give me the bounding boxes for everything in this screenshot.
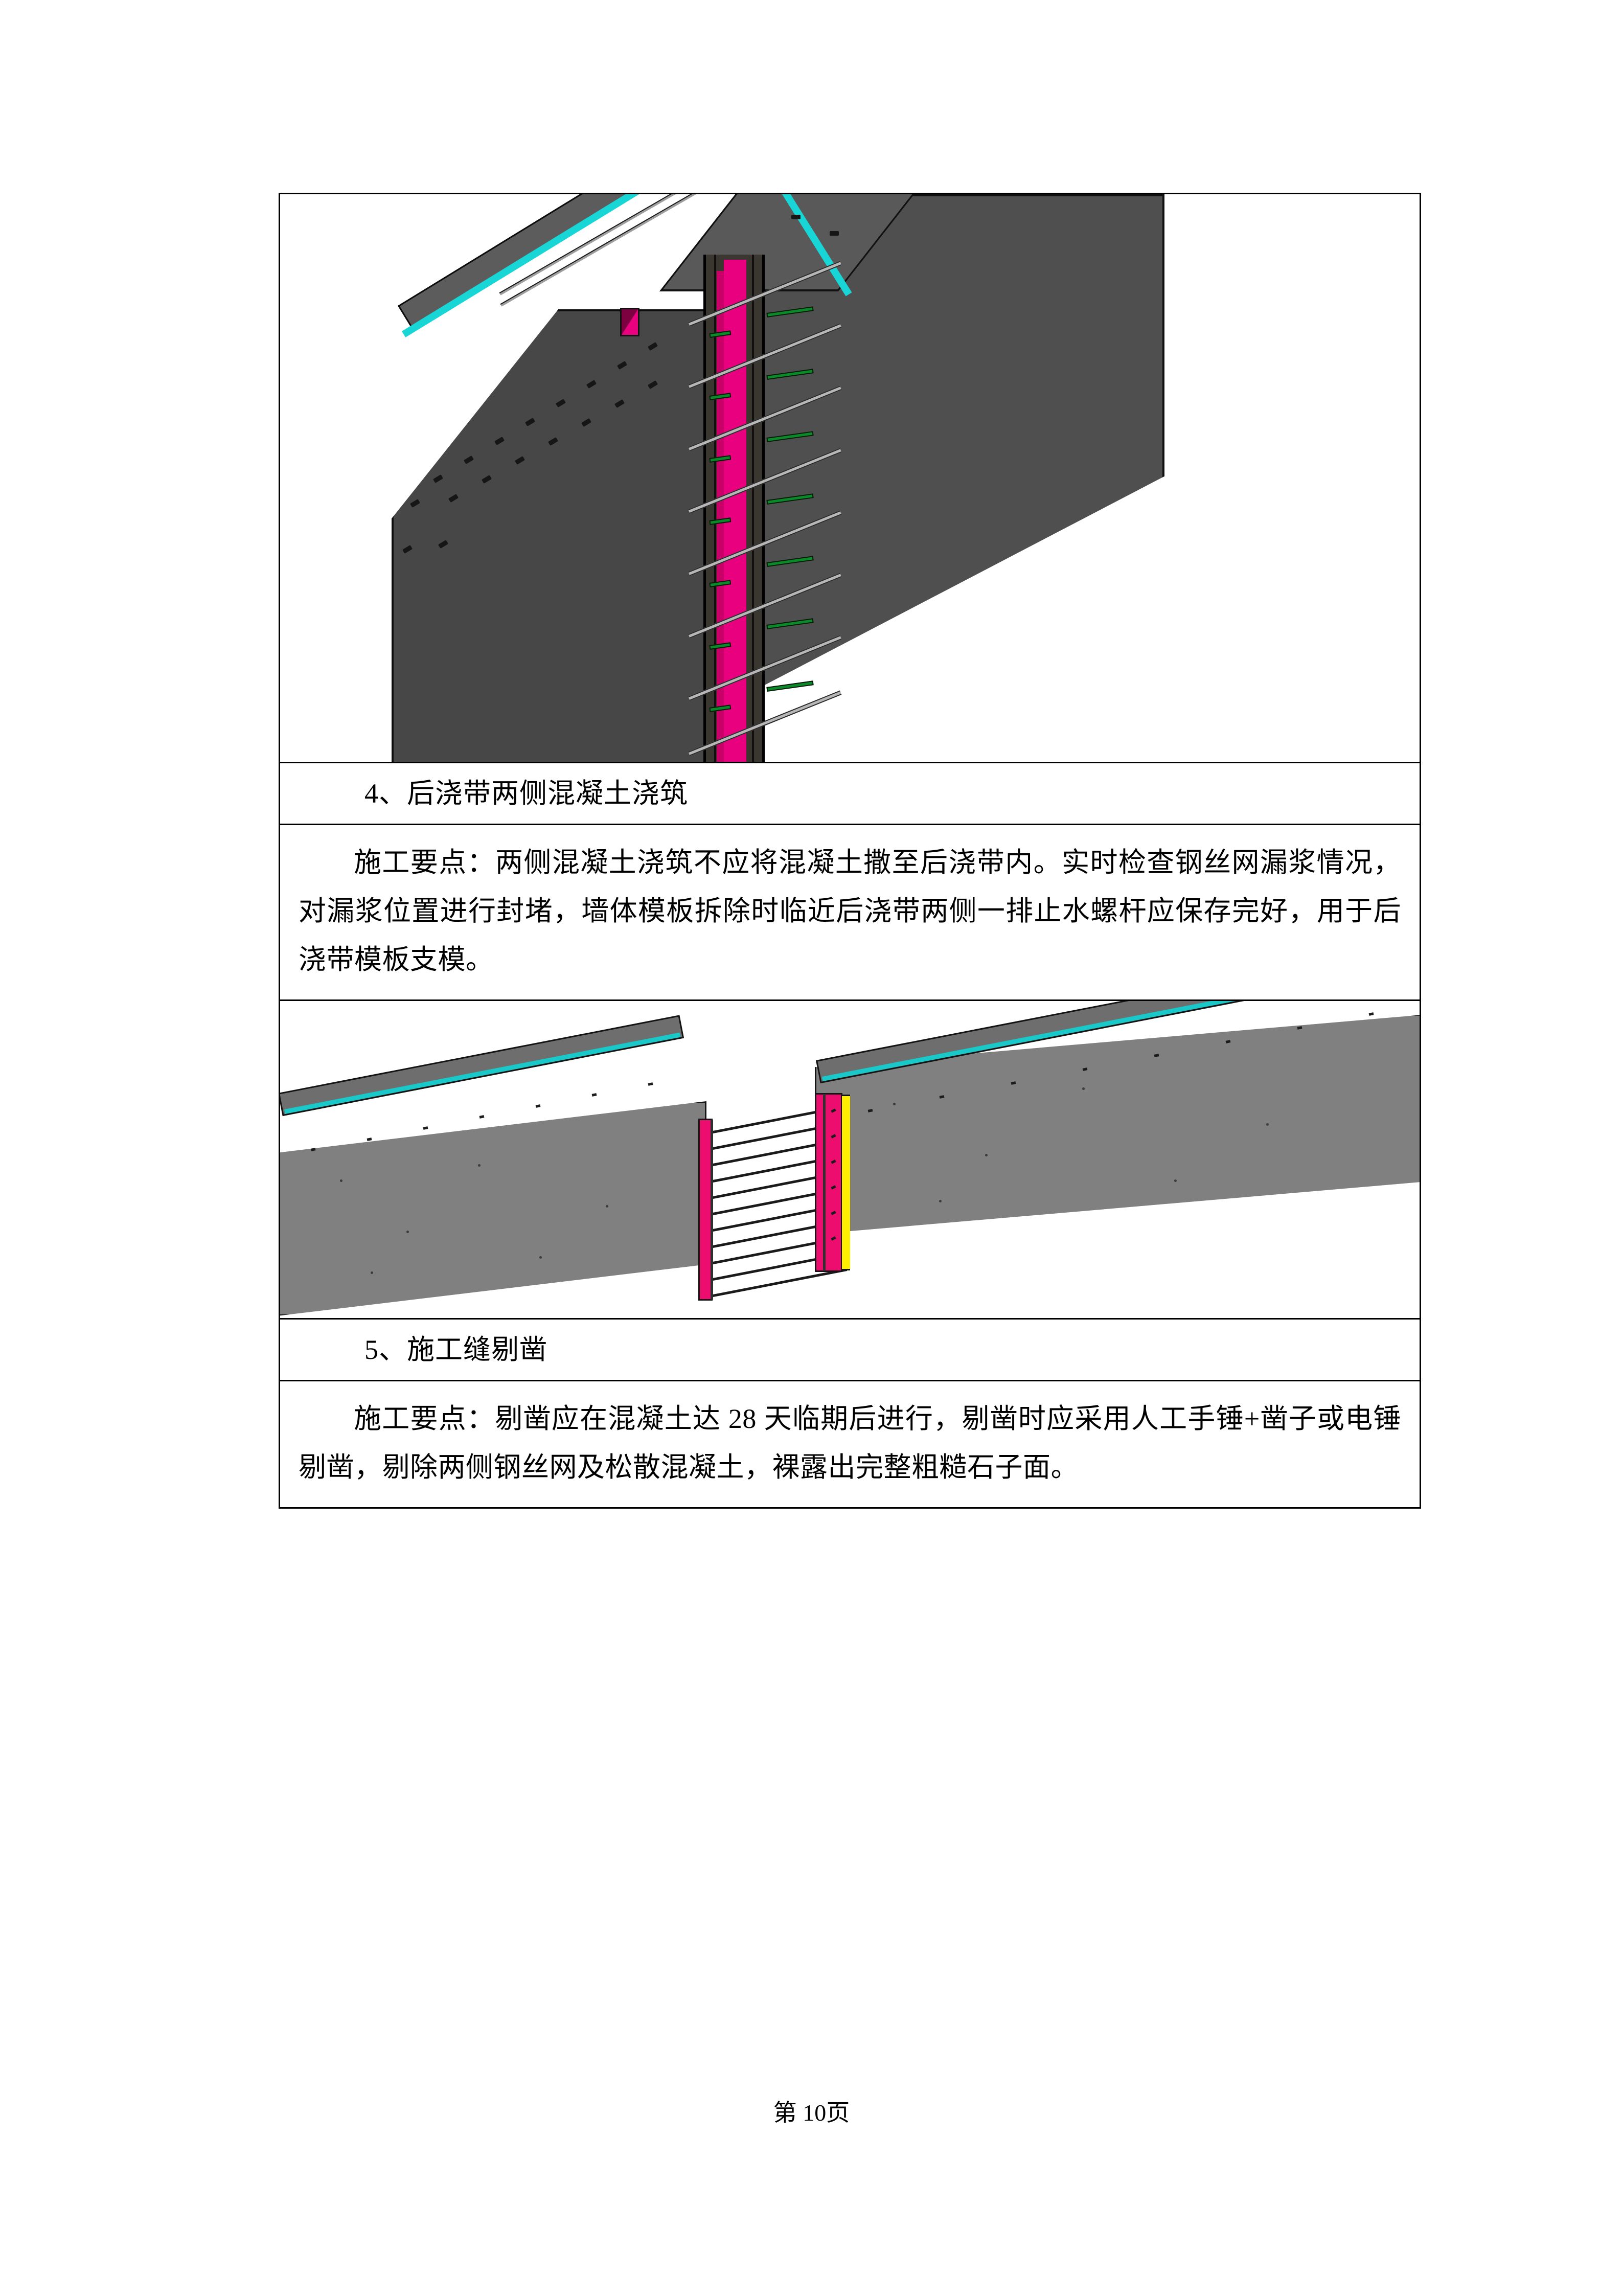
aggregate-speck bbox=[1174, 1179, 1177, 1182]
table-row: 5、施工缝剔凿 bbox=[279, 1318, 1421, 1381]
tie-hole-mark bbox=[791, 215, 801, 219]
aggregate-speck bbox=[636, 1277, 639, 1279]
step-5-heading: 5、施工缝剔凿 bbox=[364, 1334, 547, 1365]
top-tick-mark bbox=[1368, 1012, 1374, 1016]
top-tick-mark bbox=[423, 1126, 428, 1130]
aggregate-speck bbox=[985, 1154, 988, 1156]
table-row: 4、后浇带两侧混凝土浇筑 bbox=[279, 762, 1421, 825]
tie-hole-mark bbox=[830, 231, 839, 236]
step-4-body-cell: 施工要点：两侧混凝土浇筑不应将混凝土撒至后浇带内。实时检查钢丝网漏浆情况，对漏浆… bbox=[279, 824, 1421, 1001]
horizontal-rebar bbox=[702, 1268, 848, 1299]
left-concrete-panel-face bbox=[281, 1101, 706, 1316]
vertical-rebar bbox=[823, 1094, 826, 1271]
aggregate-speck bbox=[539, 1256, 542, 1259]
green-nut-marker bbox=[766, 680, 814, 692]
top-tick-mark bbox=[648, 1082, 653, 1086]
aggregate-speck bbox=[447, 1297, 450, 1300]
aggregate-speck bbox=[893, 1103, 896, 1105]
aggregate-speck bbox=[1338, 1195, 1340, 1197]
sealant-strip bbox=[842, 1095, 850, 1270]
top-tick-mark bbox=[479, 1115, 485, 1119]
aggregate-speck bbox=[1266, 1123, 1269, 1126]
top-tick-mark bbox=[591, 1093, 597, 1097]
waterstop-end-block bbox=[620, 308, 639, 336]
aggregate-speck bbox=[478, 1164, 481, 1167]
vertical-rebar bbox=[711, 1120, 713, 1300]
aggregate-speck bbox=[371, 1271, 373, 1274]
table-row: 施工要点：剔凿应在混凝土达 28 天临期后进行，剔凿时应采用人工手锤+凿子或电锤… bbox=[279, 1380, 1421, 1509]
aggregate-speck bbox=[1082, 1087, 1085, 1090]
table-row bbox=[279, 999, 1421, 1320]
step-4-heading-cell: 4、后浇带两侧混凝土浇筑 bbox=[279, 762, 1421, 825]
step-5-body: 施工要点：剔凿应在混凝土达 28 天临期后进行，剔凿时应采用人工手锤+凿子或电锤… bbox=[299, 1403, 1401, 1483]
post-cast-strip-wall-formwork-3d-view bbox=[281, 195, 1419, 761]
table-row bbox=[279, 193, 1421, 763]
top-tick-mark bbox=[367, 1138, 372, 1141]
table-row: 施工要点：两侧混凝土浇筑不应将混凝土撒至后浇带内。实时检查钢丝网漏浆情况，对漏浆… bbox=[279, 824, 1421, 1001]
top-tick-mark bbox=[535, 1104, 541, 1108]
step-4-body: 施工要点：两侧混凝土浇筑不应将混凝土撒至后浇带内。实时检查钢丝网漏浆情况，对漏浆… bbox=[299, 847, 1401, 975]
step-5-heading-cell: 5、施工缝剔凿 bbox=[279, 1318, 1421, 1381]
right-strip-edge-band bbox=[815, 1093, 842, 1272]
aggregate-speck bbox=[606, 1205, 608, 1208]
step-4-heading: 4、后浇带两侧混凝土浇筑 bbox=[364, 778, 688, 809]
figure-cell-step-5 bbox=[279, 999, 1421, 1320]
aggregate-speck bbox=[939, 1200, 942, 1202]
figure-cell-step-4 bbox=[279, 193, 1421, 763]
aggregate-speck bbox=[1123, 1220, 1126, 1223]
construction-steps-table: 4、后浇带两侧混凝土浇筑 施工要点：两侧混凝土浇筑不应将混凝土撒至后浇带内。实时… bbox=[279, 193, 1421, 1509]
left-waterstop-mesh-line-icon bbox=[284, 1032, 681, 1114]
aggregate-speck bbox=[406, 1231, 409, 1233]
page-footer: 第 10页 bbox=[773, 2100, 850, 2126]
aggregate-speck bbox=[340, 1179, 342, 1182]
step-5-body-cell: 施工要点：剔凿应在混凝土达 28 天临期后进行，剔凿时应采用人工手锤+凿子或电锤… bbox=[279, 1380, 1421, 1509]
construction-joint-chipping-3d-view bbox=[281, 1002, 1419, 1317]
